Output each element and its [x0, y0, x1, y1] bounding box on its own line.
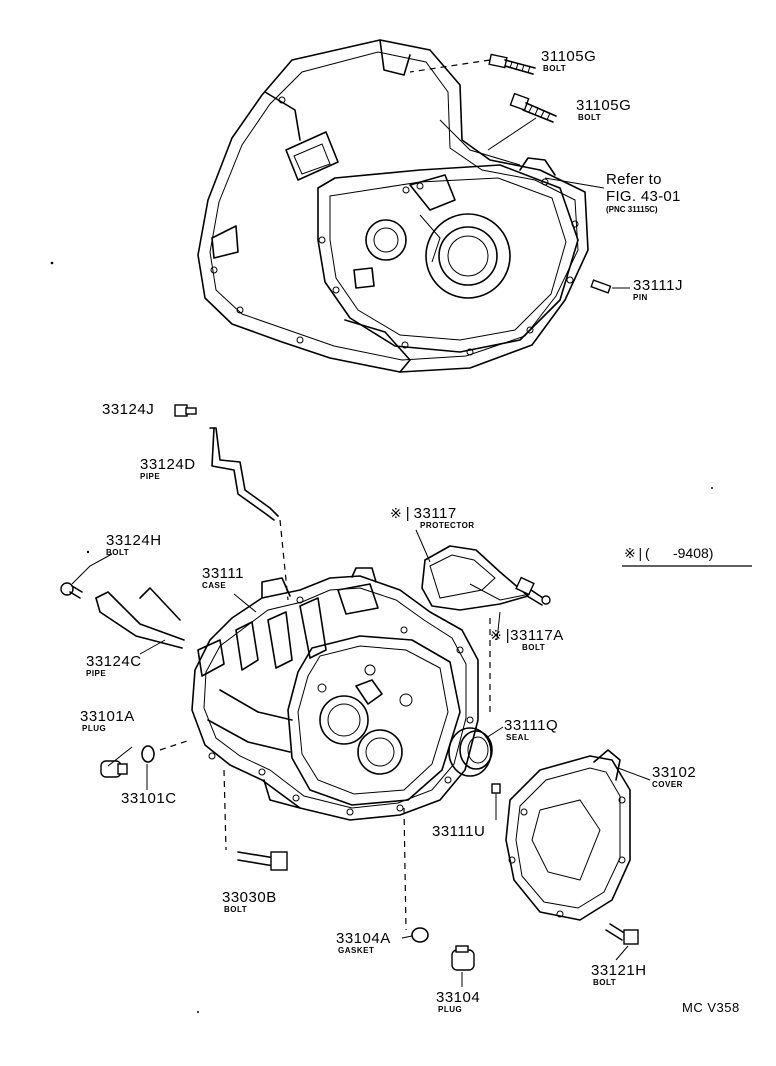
label-33111q-seal: 33111Q SEAL: [504, 718, 558, 742]
plug-33104-drawing: [451, 945, 475, 971]
bolt-33117a-drawing: [515, 576, 551, 606]
label-33030b-bolt: 33030B BOLT: [222, 890, 277, 914]
part-number: 31105G: [541, 48, 597, 65]
label-33101c: 33101C: [121, 791, 177, 806]
part-number: 33124C: [86, 653, 142, 670]
part-number: 33104A: [336, 930, 391, 947]
applicability-note: ※ | ( -9408): [624, 545, 714, 561]
part-name: PROTECTOR: [420, 521, 475, 530]
part-number: 33111: [202, 565, 244, 582]
label-33121h-bolt: 33121H BOLT: [591, 963, 647, 987]
part-number: 33111J: [633, 277, 683, 294]
part-name: BOLT: [224, 905, 248, 914]
pin-33111u-drawing: [491, 783, 501, 794]
transaxle-case-drawing: [191, 567, 479, 821]
label-33124d-pipe: 33124D PIPE: [140, 457, 196, 481]
label-31105g-bolt-upper: 31105G BOLT: [541, 49, 596, 73]
label-33104-plug: 33104 PLUG: [436, 990, 480, 1014]
label-33101a-plug: 33101A PLUG: [80, 709, 135, 733]
part-number: 33102: [652, 764, 697, 781]
pipe-33124d-drawing: [209, 427, 279, 521]
bolt-33030b-drawing: [237, 851, 288, 871]
label-33104a-gasket: 33104A GASKET: [336, 931, 391, 955]
part-number: 33124H: [106, 532, 162, 549]
part-name: BOLT: [522, 643, 546, 652]
label-33124j: 33124J: [102, 402, 154, 417]
pin-33111j-drawing: [590, 279, 612, 294]
part-number: 33121H: [591, 962, 647, 979]
part-number: 33101C: [121, 790, 177, 807]
part-name: BOLT: [593, 978, 617, 987]
upper-leader-lines: [409, 59, 630, 289]
label-refer: Refer to FIG. 43-01 (PNC 31115C): [606, 172, 681, 214]
part-name: SEAL: [506, 733, 530, 742]
part-number: 33124J: [102, 401, 155, 418]
part-number: 33111Q: [504, 717, 559, 734]
bolt-33121h-drawing: [605, 923, 639, 945]
part-name: PIPE: [140, 472, 161, 481]
gasket-33104a-drawing: [411, 927, 429, 943]
part-name: PLUG: [438, 1005, 463, 1014]
part-name: CASE: [202, 581, 227, 590]
label-33111u: 33111U: [432, 824, 485, 839]
part-number: 33124D: [140, 456, 196, 473]
part-number: 33117A: [510, 627, 564, 644]
protector-33117-drawing: [421, 545, 531, 611]
part-name: BOLT: [543, 64, 567, 73]
label-33117a-bolt: ※ |33117A BOLT: [490, 627, 564, 652]
washer-33101c-drawing: [141, 745, 155, 763]
label-33124h-bolt: 33124H BOLT: [106, 533, 162, 557]
clutch-housing-drawing: [197, 39, 589, 373]
cover-33102-drawing: [505, 749, 631, 921]
part-number: 33104: [436, 989, 481, 1006]
refer-fig: FIG. 43-01: [606, 188, 681, 205]
part-number: 33111U: [432, 823, 486, 840]
label-33102-cover: 33102 COVER: [652, 765, 696, 789]
part-name: PIPE: [86, 669, 107, 678]
part-name: GASKET: [338, 946, 375, 955]
lower-leader-lines: [71, 519, 752, 987]
part-number: 33030B: [222, 889, 277, 906]
footnote-mark: ※: [390, 505, 403, 521]
bolt-33124h-drawing: [60, 582, 83, 599]
part-name: COVER: [652, 780, 683, 789]
label-33111j-pin: 33111J PIN: [633, 278, 683, 302]
figure-code: MC V358: [682, 1000, 740, 1015]
label-33111-case: 33111 CASE: [202, 566, 244, 590]
part-33124j-drawing: [174, 404, 197, 417]
part-number: 33117: [413, 505, 457, 522]
label-33124c-pipe: 33124C PIPE: [86, 654, 142, 678]
plug-33101a-drawing: [100, 760, 128, 778]
part-number: 31105G: [576, 97, 632, 114]
part-name: BOLT: [106, 548, 130, 557]
part-name: BOLT: [578, 113, 602, 122]
part-name: PLUG: [82, 724, 107, 733]
bolt-31105g-lower-drawing: [509, 92, 557, 123]
note-text: ( -9408): [644, 545, 714, 561]
pipe-33124c-drawing: [95, 587, 185, 649]
label-31105g-bolt-lower: 31105G BOLT: [576, 98, 631, 122]
note-mark: ※: [624, 545, 636, 561]
refer-text: Refer to: [606, 171, 662, 188]
seal-33111q-drawing: [448, 727, 493, 777]
label-33117-protector: ※ | 33117 PROTECTOR: [390, 505, 475, 530]
part-name: PIN: [633, 293, 648, 302]
footnote-mark: ※: [490, 627, 503, 643]
refer-pnc: (PNC 31115C): [606, 205, 658, 214]
bolt-31105g-upper-drawing: [488, 53, 536, 75]
part-number: 33101A: [80, 708, 135, 725]
